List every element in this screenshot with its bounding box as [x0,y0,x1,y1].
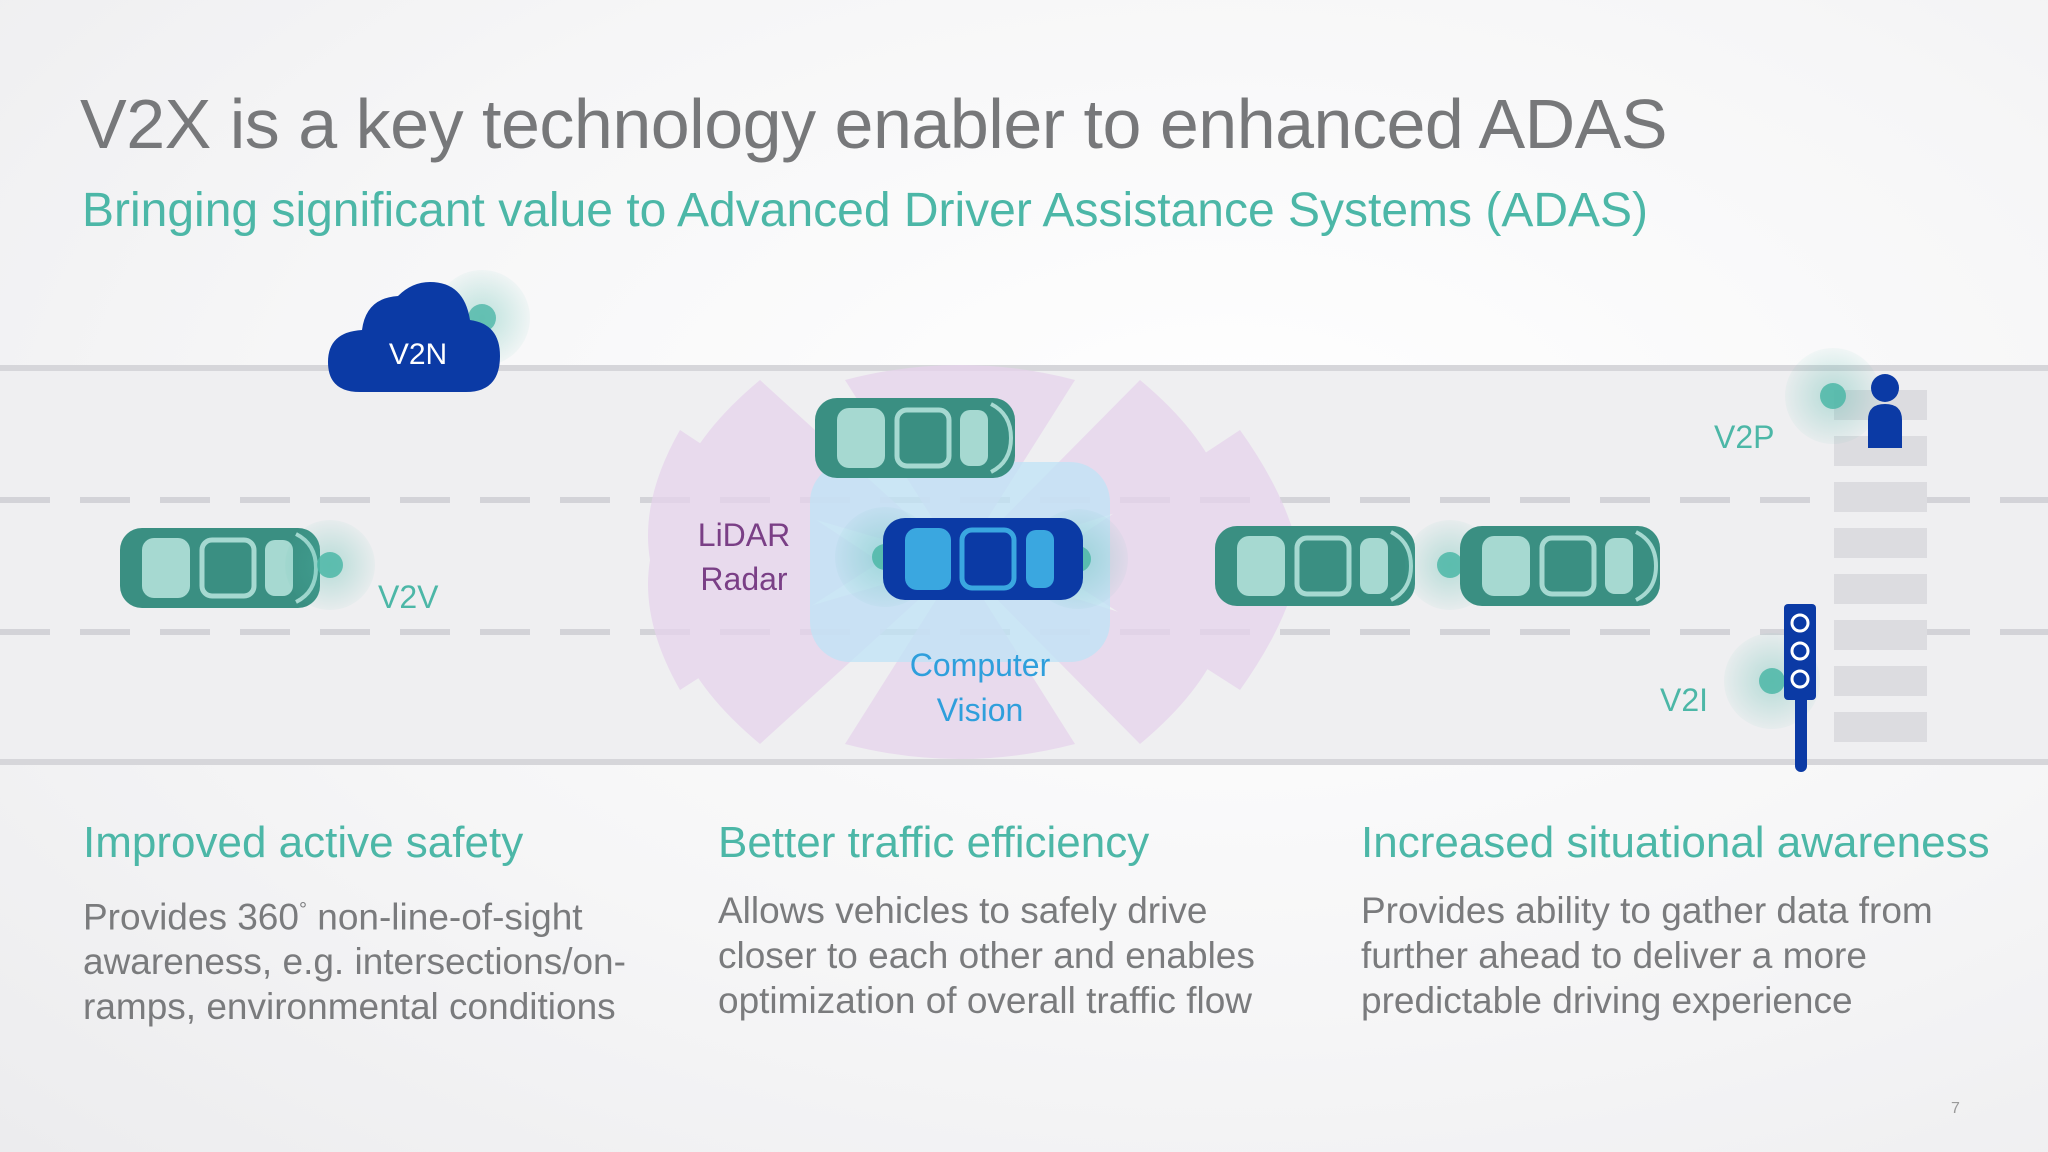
v2n-label: V2N [389,338,447,371]
col-awareness-heading: Increased situational awareness [1361,818,1990,867]
slide-title: V2X is a key technology enabler to enhan… [80,85,1668,163]
v2v-label: V2V [378,579,439,615]
col-efficiency-body: Allows vehicles to safely drive closer t… [718,890,1255,1021]
col-efficiency-heading: Better traffic efficiency [718,818,1150,867]
v2v-signal-icon [285,520,375,610]
page-number: 7 [1951,1100,1960,1117]
v2n-cloud: V2N [328,270,530,392]
col-safety-heading: Improved active safety [83,818,524,867]
radar-label: Radar [700,561,788,597]
pedestrian-icon [1871,374,1899,402]
col-safety-body: Provides 360° non-line-of-sight awarenes… [83,896,626,1028]
platoon-car-2 [1460,526,1660,606]
lidar-label: LiDAR [698,517,790,553]
vision-label: Vision [937,692,1024,728]
v2i-traffic-light [1724,604,1820,772]
v2p-pedestrian [1785,348,1902,448]
col-awareness-body: Provides ability to gather data from fur… [1361,890,1933,1021]
ego-car [835,507,1128,609]
car-top-lane [815,398,1015,478]
v2p-label: V2P [1714,419,1774,455]
v2i-label: V2I [1660,682,1708,718]
platoon-car-1 [1215,526,1415,606]
slide-subtitle: Bringing significant value to Advanced D… [82,184,1649,237]
computer-label: Computer [910,647,1051,683]
